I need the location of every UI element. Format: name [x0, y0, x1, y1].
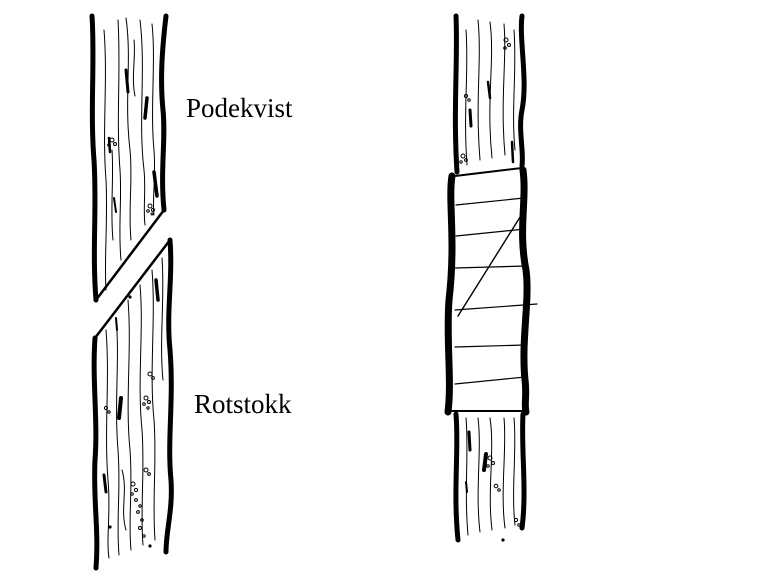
graft-bottom-mark — [467, 430, 472, 452]
scion-bark-mark — [124, 68, 130, 94]
graft-top-grain — [513, 29, 516, 151]
graft-top-mark — [486, 80, 492, 100]
graft-top-grain — [502, 23, 506, 156]
wrap-winding — [454, 265, 527, 269]
wrap-winding — [454, 344, 526, 348]
graft-bottom-mark — [482, 452, 488, 472]
wrap-winding — [455, 197, 525, 206]
graft-top-grain — [489, 21, 493, 159]
rootstock-branch — [91, 237, 174, 571]
wrap-band-left — [444, 172, 456, 416]
rootstock-knot — [103, 371, 155, 538]
rootstock-cut-edge — [93, 238, 172, 340]
graft-bottom-grain — [465, 417, 469, 536]
wrap-band-right — [519, 166, 531, 416]
graft-top-mark — [468, 108, 473, 128]
scion-grain — [132, 39, 136, 97]
scion-grain — [139, 19, 146, 226]
rootstock-dot — [108, 525, 112, 529]
scion-grain — [103, 29, 108, 291]
graft-top-grain — [465, 29, 468, 166]
rootstock-dot — [148, 544, 152, 548]
scion-bark-mark — [152, 170, 159, 198]
graft-top-grain — [477, 19, 481, 161]
wrap-winding — [454, 376, 526, 385]
wrap-winding — [455, 228, 526, 237]
graft-bottom-grain — [513, 417, 516, 526]
rootstock-grain — [121, 469, 127, 531]
scion-grain — [151, 23, 156, 216]
graft-bottom-dot — [501, 538, 505, 542]
rootstock-bark-mark — [115, 317, 118, 331]
scion-label: Podekvist — [186, 93, 293, 123]
graft-top-bark-right — [518, 13, 527, 169]
graft-bottom-grain — [502, 417, 506, 529]
graft-bottom-mark — [465, 481, 468, 493]
rootstock-bark-mark — [117, 396, 123, 420]
scion-branch — [89, 13, 169, 303]
graft-bottom-bark-right — [519, 411, 527, 531]
rootstock-dot — [128, 295, 132, 299]
rootstock-grain — [139, 284, 144, 546]
rootstock-grain — [151, 269, 156, 541]
graft-bottom-knot — [486, 455, 521, 527]
rootstock-grain — [115, 317, 120, 556]
scion-cut-edge — [94, 208, 166, 302]
graft-bottom-bark-left — [453, 411, 461, 543]
scion-knot — [107, 137, 155, 216]
rootstock-grain — [161, 257, 164, 381]
scion-grain — [111, 149, 114, 241]
wrap-top-edge — [454, 167, 523, 177]
grafted-branch — [444, 13, 538, 543]
scion-bark-left — [89, 13, 99, 303]
graft-bottom-grain — [489, 417, 493, 531]
rootstock-label: Rotstokk — [194, 389, 292, 419]
scion-bark-right — [159, 13, 169, 213]
scion-bark-mark — [113, 197, 117, 213]
scion-bark-mark — [107, 136, 112, 154]
graft-top-bark-left — [452, 13, 460, 175]
graft-top-knot — [459, 37, 511, 164]
rootstock-bark-right — [163, 237, 174, 555]
graft-top-mark — [510, 140, 515, 164]
scion-grain — [125, 17, 132, 241]
rootstock-bark-left — [91, 335, 100, 571]
rootstock-grain — [127, 299, 132, 551]
graft-bottom-grain — [477, 417, 481, 533]
scion-grain — [117, 19, 122, 261]
scion-bark-mark — [143, 96, 149, 120]
rootstock-bark-mark — [102, 473, 108, 494]
rootstock-bark-mark — [154, 278, 160, 302]
hidden-diagonal-joint — [457, 213, 523, 317]
rootstock-grain — [105, 329, 110, 559]
wrap-winding — [454, 303, 538, 311]
